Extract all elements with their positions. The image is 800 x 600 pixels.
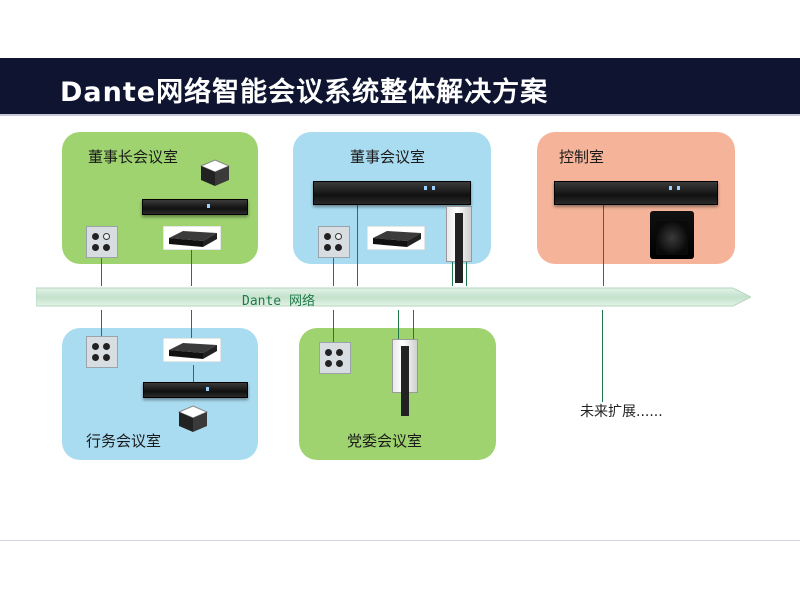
rack-processor-icon [142, 199, 248, 215]
rack-processor-icon [313, 181, 471, 205]
wire [398, 310, 399, 340]
wire [101, 310, 102, 340]
page-title: Dante网络智能会议系统整体解决方案 [60, 77, 549, 108]
network-endpoint-icon [163, 338, 221, 362]
column-speaker-icon [392, 339, 418, 416]
wall-control-panel-icon [86, 336, 118, 368]
future-expansion-label: 未来扩展...... [580, 404, 663, 420]
network-endpoint-icon [163, 226, 221, 250]
wire [191, 248, 192, 286]
wire [193, 365, 194, 385]
room-label-chairman: 董事长会议室 [88, 148, 179, 166]
dante-network-arrow [36, 287, 751, 307]
room-label-admin: 行务会议室 [86, 432, 162, 450]
wall-control-panel-icon [86, 226, 118, 258]
ceiling-speaker-icon [177, 405, 209, 432]
rack-processor-icon [143, 382, 248, 398]
ceiling-speaker-icon [199, 159, 231, 186]
bottom-divider [0, 540, 800, 541]
wire [452, 258, 453, 286]
wire [101, 256, 102, 286]
wire [333, 310, 334, 344]
wire [603, 196, 604, 286]
column-speaker-icon [446, 206, 472, 283]
wire [357, 196, 358, 286]
compact-speaker-icon [650, 211, 694, 259]
wall-control-panel-icon [319, 342, 351, 374]
rack-processor-icon [554, 181, 718, 205]
room-label-party: 党委会议室 [347, 432, 423, 450]
network-label: Dante 网络 [242, 294, 315, 309]
room-label-control: 控制室 [559, 148, 605, 166]
wire [466, 258, 467, 286]
network-endpoint-icon [367, 226, 425, 250]
wall-control-panel-icon [318, 226, 350, 258]
wire [602, 310, 603, 402]
title-divider [0, 114, 800, 116]
room-label-board: 董事会议室 [350, 148, 426, 166]
wire [413, 310, 414, 340]
wire [191, 310, 192, 340]
wire [333, 256, 334, 286]
title-bar: Dante网络智能会议系统整体解决方案 [0, 58, 800, 114]
